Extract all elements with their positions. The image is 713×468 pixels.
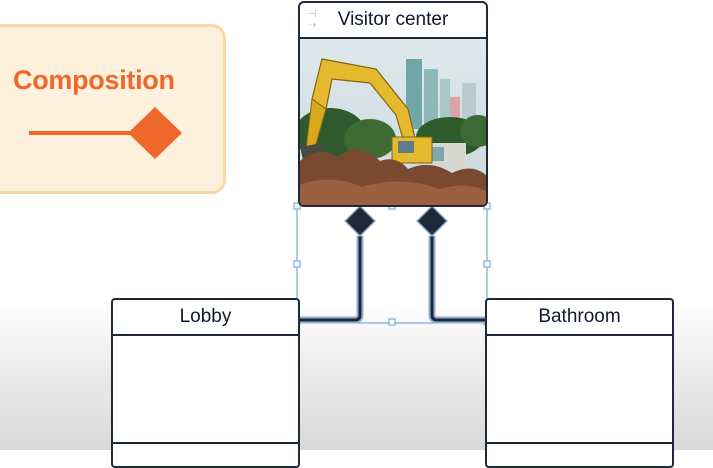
bathroom-composition-diamond-icon (415, 204, 449, 238)
excavator-image (300, 39, 486, 205)
entity-header: ⊣⇢ Visitor center (300, 3, 486, 39)
bathroom-connector-halo (428, 236, 486, 324)
legend-diamond-icon (128, 107, 182, 159)
entity-visitor-center[interactable]: ⊣⇢ Visitor center (298, 1, 488, 207)
selection-box[interactable] (296, 205, 488, 324)
entity-title: Lobby (179, 306, 232, 327)
entity-lobby[interactable]: Lobby (111, 298, 300, 468)
lobby-composition-diamond-icon (343, 204, 377, 238)
lobby-connector-halo (300, 236, 364, 324)
entity-title: Bathroom (538, 306, 621, 327)
entity-attributes-section (487, 336, 672, 444)
entity-header: Bathroom (487, 300, 672, 336)
selection-handle[interactable] (483, 260, 491, 268)
arrows-icon: ⊣⇢ (308, 9, 317, 31)
entity-attributes-section (113, 336, 298, 444)
entity-bathroom[interactable]: Bathroom (485, 298, 674, 468)
excavator-photo (300, 39, 486, 205)
selection-handle[interactable] (293, 260, 301, 268)
entity-header: Lobby (113, 300, 298, 336)
composition-legend-symbol (29, 107, 182, 159)
entity-title: Visitor center (337, 9, 449, 30)
legend-title: Composition (13, 65, 175, 95)
lobby-connector-line[interactable] (300, 236, 362, 322)
legend-card: Composition (0, 24, 226, 194)
selection-handle[interactable] (388, 318, 396, 326)
bathroom-connector-line[interactable] (430, 236, 486, 322)
